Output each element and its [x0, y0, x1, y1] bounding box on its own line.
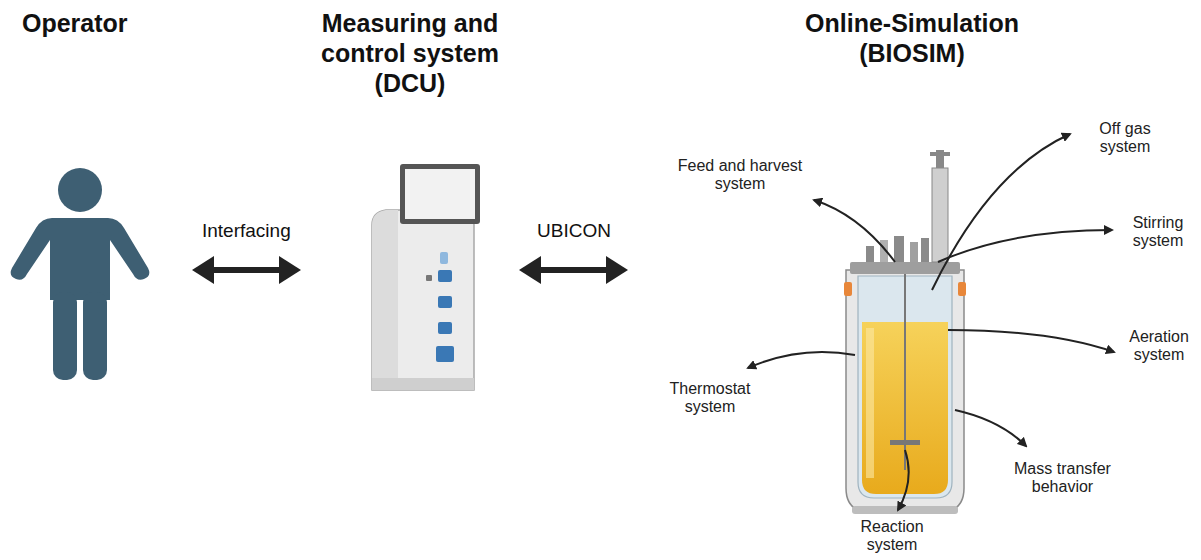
- dcu-device: [372, 164, 480, 390]
- double-arrow: [519, 256, 628, 284]
- subsystem-label: Off gas system: [1085, 120, 1165, 156]
- subsystem-label: Stirring system: [1120, 214, 1196, 250]
- connector-label: UBICON: [537, 220, 611, 242]
- section-heading: Operator: [0, 8, 188, 38]
- subsystem-label: Aeration system: [1122, 328, 1196, 364]
- subsystem-label: Thermostat system: [660, 380, 760, 416]
- subsystem-label: Mass transfer behavior: [1000, 460, 1125, 496]
- diagram-section: Measuring and control system (DCU): [305, 8, 515, 393]
- section-heading: Online-Simulation (BIOSIM): [762, 8, 1062, 68]
- subsystem-label: Reaction system: [850, 518, 934, 554]
- operator-figure: [11, 168, 150, 380]
- double-arrow: [192, 256, 301, 284]
- bioreactor: [844, 150, 966, 514]
- leader-arrows: [748, 134, 1114, 510]
- subsystem-label: Feed and harvest system: [670, 157, 810, 193]
- diagram-section: Operator: [0, 8, 188, 388]
- section-heading: Measuring and control system (DCU): [305, 8, 515, 98]
- connector-label: Interfacing: [202, 220, 291, 242]
